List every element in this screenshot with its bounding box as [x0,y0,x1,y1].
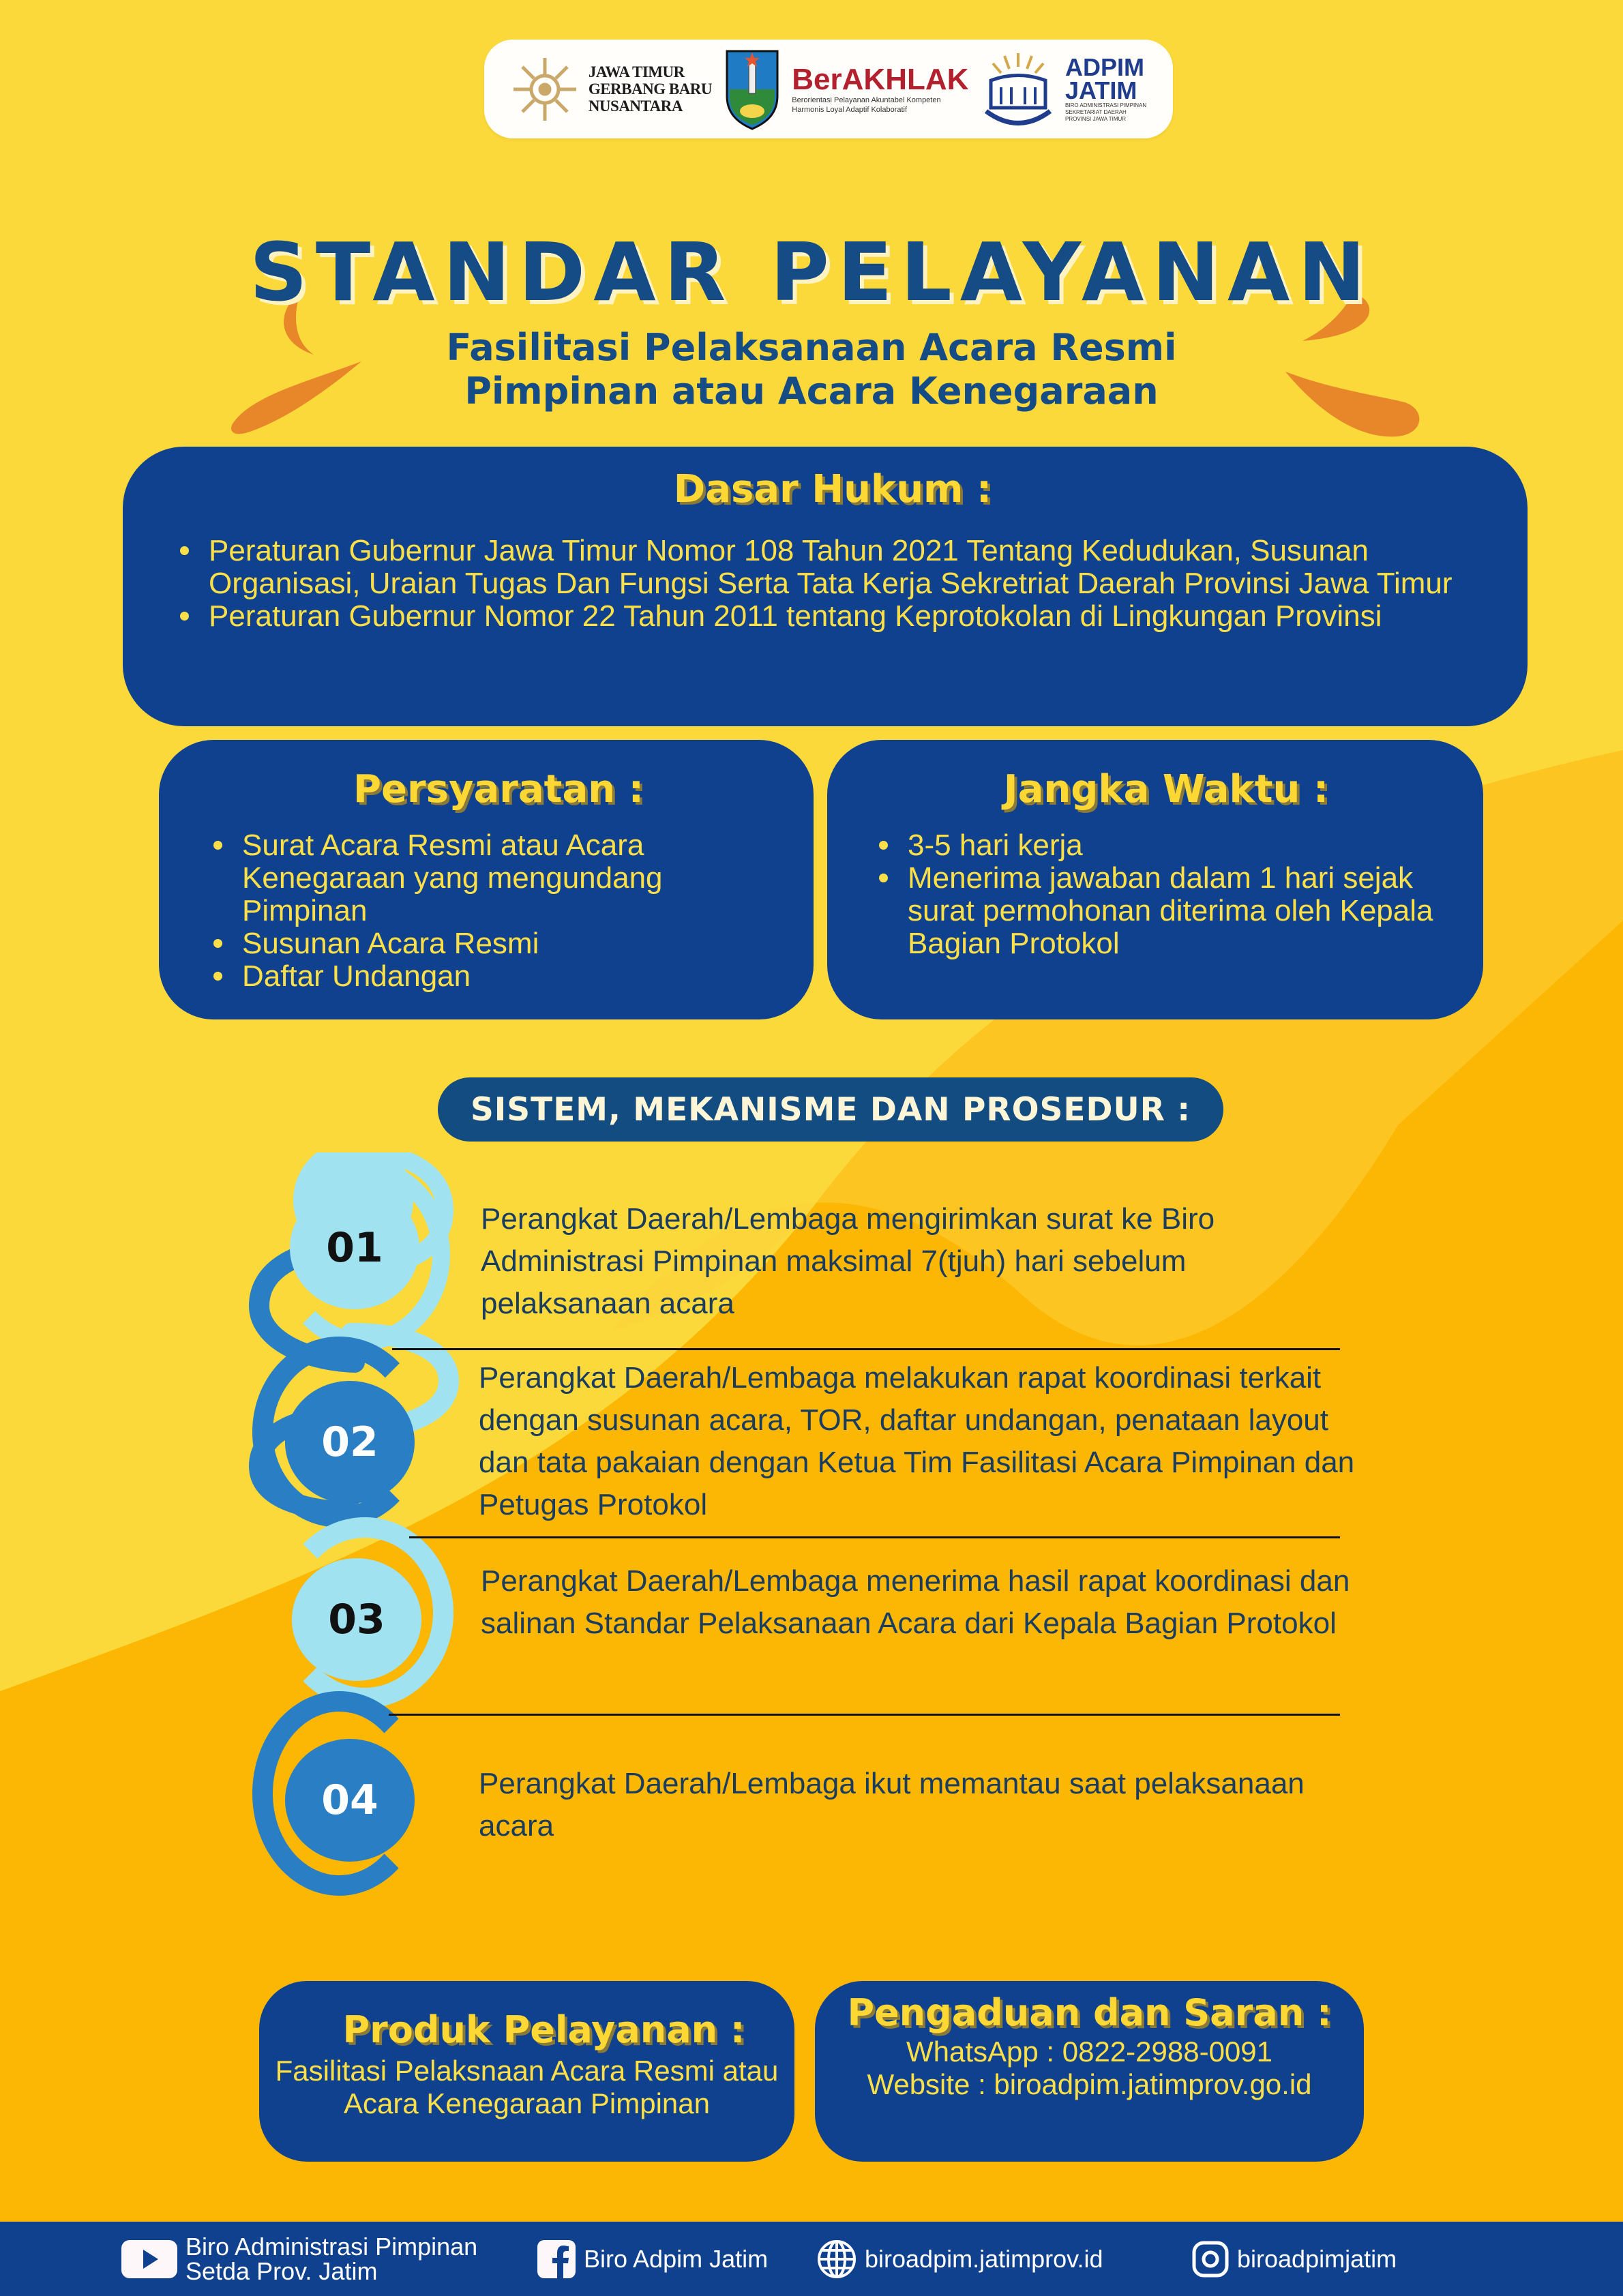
step-4-text: Perangkat Daerah/Lembaga ikut memantau s… [479,1767,1305,1843]
globe-icon [818,2239,856,2278]
logo-berakhlak: BerAKHLAK Berorientasi Pelayanan Akuntab… [792,62,969,115]
pengaduan-card: Pengaduan dan Saran : WhatsApp : 0822-29… [815,1981,1364,2162]
adpim-sub-2: Sekretariat Daerah [1065,108,1127,115]
list-item: Susunan Acara Resmi [211,927,786,960]
produk-heading: Produk Pelayanan : [342,2008,745,2051]
produk-body: Fasilitasi Pelaksnaan Acara Resmi atau A… [275,2055,779,2119]
footer-website[interactable]: biroadpim.jatimprov.id [817,2239,1192,2279]
footer-social-bar: Biro Administrasi Pimpinan Setda Prov. J… [0,2222,1623,2296]
step-divider [409,1536,1340,1538]
step-4-badge: 04 [285,1739,415,1862]
youtube-icon [121,2239,177,2278]
instagram-label: biroadpimjatim [1237,2244,1397,2273]
instagram-icon [1192,2241,1229,2277]
subtitle-line-2: Pimpinan atau Acara Kenegaraan [464,370,1159,413]
logo-jatim-gerbang-baru: JAWA TIMUR GERBANG BARU NUSANTARA [511,55,713,123]
berakhlak-title: BerAKHLAK [792,62,969,96]
produk-pelayanan-card: Produk Pelayanan : Fasilitasi Pelaksnaan… [259,1981,794,2162]
list-item: Peraturan Gubernur Nomor 22 Tahun 2011 t… [177,600,1488,633]
persyaratan-card: Persyaratan : Surat Acara Resmi atau Aca… [159,740,814,1019]
footer-youtube[interactable]: Biro Administrasi Pimpinan Setda Prov. J… [121,2232,537,2285]
logo-jatim-line-2: GERBANG BARU [588,80,713,98]
logo-jatim-line-3: NUSANTARA [588,98,683,115]
youtube-label-1: Biro Administrasi Pimpinan [185,2232,478,2261]
step-1-text: Perangkat Daerah/Lembaga mengirimkan sur… [481,1202,1215,1320]
whatsapp-contact[interactable]: WhatsApp : 0822-2988-0091 [906,2036,1273,2068]
adpim-title-2: JATIM [1065,76,1137,104]
logo-adpim-jatim: ADPIM JATIM Biro Administrasi Pimpinan S… [981,50,1146,128]
list-item: Peraturan Gubernur Jawa Timur Nomor 108 … [177,535,1488,600]
pengaduan-heading: Pengaduan dan Saran : [847,1991,1332,2034]
gerbang-ornament-icon [513,57,576,121]
facebook-label: Biro Adpim Jatim [584,2244,769,2273]
facebook-icon [537,2239,576,2278]
youtube-label-2: Setda Prov. Jatim [185,2256,378,2285]
adpim-building-icon [984,53,1052,125]
step-divider [389,1714,1340,1716]
jatim-emblem-icon [726,50,779,130]
logo-jatim-line-1: JAWA TIMUR [588,63,685,80]
prosedur-heading: SISTEM, MEKANISME DAN PROSEDUR : [438,1077,1223,1142]
adpim-title-1: ADPIM [1065,53,1145,81]
subtitle-line-1: Fasilitasi Pelaksanaan Acara Resmi [446,326,1177,369]
step-3-badge: 03 [292,1558,421,1681]
step-2-number: 02 [321,1418,378,1466]
page-subtitle: Fasilitasi Pelaksanaan Acara Resmi Pimpi… [0,326,1623,413]
dasar-hukum-card: Dasar Hukum : Peraturan Gubernur Jawa Ti… [123,447,1528,726]
step-2-badge: 02 [285,1381,415,1504]
logo-bar: JAWA TIMUR GERBANG BARU NUSANTARA BerAKH… [484,40,1173,138]
dasar-hukum-heading: Dasar Hukum : [673,467,992,511]
berakhlak-tagline-2: Harmonis Loyal Adaptif Kolaboratif [792,105,908,114]
dasar-hukum-list: Peraturan Gubernur Jawa Timur Nomor 108 … [177,535,1488,633]
list-item: Surat Acara Resmi atau Acara Kenegaraan … [211,829,786,927]
website-contact[interactable]: Website : biroadpim.jatimprov.go.id [867,2068,1312,2100]
step-4-number: 04 [321,1776,378,1824]
step-3-text: Perangkat Daerah/Lembaga menerima hasil … [481,1564,1350,1640]
list-item: Daftar Undangan [211,960,786,993]
decorative-swooshes [231,293,1420,437]
berakhlak-tagline-1: Berorientasi Pelayanan Akuntabel Kompete… [792,95,941,104]
step-divider [392,1348,1340,1350]
footer-facebook[interactable]: Biro Adpim Jatim [537,2239,817,2278]
website-label: biroadpim.jatimprov.id [865,2244,1103,2273]
adpim-sub-1: Biro Administrasi Pimpinan [1065,102,1147,108]
step-1-badge: 01 [290,1187,419,1309]
footer-instagram[interactable]: biroadpimjatim [1192,2241,1397,2278]
adpim-sub-3: Provinsi Jawa Timur [1065,115,1127,122]
persyaratan-list: Surat Acara Resmi atau Acara Kenegaraan … [211,829,786,993]
page-title: STANDAR PELAYANAN [249,225,1374,319]
step-3-number: 03 [328,1596,385,1643]
list-item: Menerima jawaban dalam 1 hari sejak sura… [876,862,1456,960]
step-1-number: 01 [326,1224,383,1272]
jangka-waktu-list: 3-5 hari kerja Menerima jawaban dalam 1 … [876,829,1456,960]
persyaratan-heading: Persyaratan : [353,767,644,811]
jangka-waktu-heading: Jangka Waktu : [1003,767,1329,811]
list-item: 3-5 hari kerja [876,829,1456,862]
step-2-text: Perangkat Daerah/Lembaga melakukan rapat… [479,1361,1355,1521]
jangka-waktu-card: Jangka Waktu : 3-5 hari kerja Menerima j… [827,740,1483,1019]
